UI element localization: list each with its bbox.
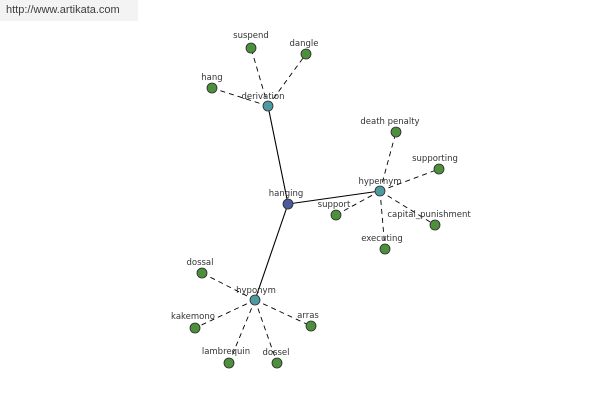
node-leaf-dossal[interactable] (196, 267, 208, 279)
edge-hyponym-to-lambrequin (228, 299, 256, 364)
node-leaf-dossel[interactable] (271, 357, 283, 369)
node-leaf-dangle[interactable] (300, 48, 312, 60)
label-leaf-suspend: suspend (233, 31, 269, 41)
label-leaf-dossel: dossel (262, 348, 289, 358)
node-relation-hyponym[interactable] (249, 294, 261, 306)
label-relation-hyponym: hyponym (236, 286, 276, 296)
label-leaf-kakemono: kakemono (171, 312, 215, 322)
node-hanging[interactable] (282, 198, 294, 210)
label-leaf-dossal: dossal (186, 258, 213, 268)
node-leaf-lambrequin[interactable] (223, 357, 235, 369)
edge-hyponym-to-kakemono (194, 299, 256, 329)
edge-derivation-to-hang (211, 87, 269, 107)
edge-hypernym-right-to-death-penalty (379, 131, 397, 192)
label-leaf-executing: executing (361, 234, 403, 244)
edge-hanging-to-derivation (267, 105, 289, 205)
node-leaf-supporting[interactable] (433, 163, 445, 175)
label-leaf-capital-punishment: capital_punishment (387, 210, 471, 220)
edge-hyponym-to-dossal (201, 272, 256, 301)
node-leaf-death-penalty[interactable] (390, 126, 402, 138)
label-relation-hypernym-right: hypernym (358, 177, 401, 187)
node-layer (189, 42, 445, 369)
node-leaf-support[interactable] (330, 209, 342, 221)
label-leaf-support: support (318, 200, 351, 210)
node-leaf-executing[interactable] (379, 243, 391, 255)
label-leaf-arras: arras (297, 311, 319, 321)
edge-hypernym-right-to-supporting (379, 168, 440, 192)
edge-layer (194, 47, 440, 364)
node-relation-hypernym-right[interactable] (374, 185, 386, 197)
edge-hyponym-to-arras (254, 299, 312, 327)
label-leaf-hang: hang (201, 73, 222, 83)
node-leaf-capital-punishment[interactable] (429, 219, 441, 231)
edge-hypernym-right-to-executing (379, 190, 386, 250)
edge-derivation-to-dangle (267, 53, 307, 107)
label-leaf-dangle: dangle (290, 39, 319, 49)
label-leaf-lambrequin: lambrequin (202, 347, 250, 357)
source-url-watermark[interactable]: http://www.artikata.com (0, 0, 138, 21)
node-leaf-arras[interactable] (305, 320, 317, 332)
label-relation-derivation: derivation (241, 92, 284, 102)
label-leaf-supporting: supporting (412, 154, 458, 164)
edge-derivation-to-suspend (250, 47, 269, 107)
edge-hanging-to-hypernym-right (287, 190, 381, 205)
edge-hyponym-to-dossel (254, 299, 278, 364)
label-layer: hanging derivation suspend dangle hang hypern… (171, 31, 471, 358)
label-leaf-death-penalty: death penalty (360, 117, 419, 127)
node-leaf-suspend[interactable] (245, 42, 257, 54)
node-relation-derivation[interactable] (262, 100, 274, 112)
node-leaf-hang[interactable] (206, 82, 218, 94)
edge-hanging-to-hyponym (254, 203, 289, 301)
edge-hypernym-right-to-capital-punishment (379, 190, 436, 226)
node-leaf-kakemono[interactable] (189, 322, 201, 334)
label-hanging: hanging (269, 189, 304, 199)
